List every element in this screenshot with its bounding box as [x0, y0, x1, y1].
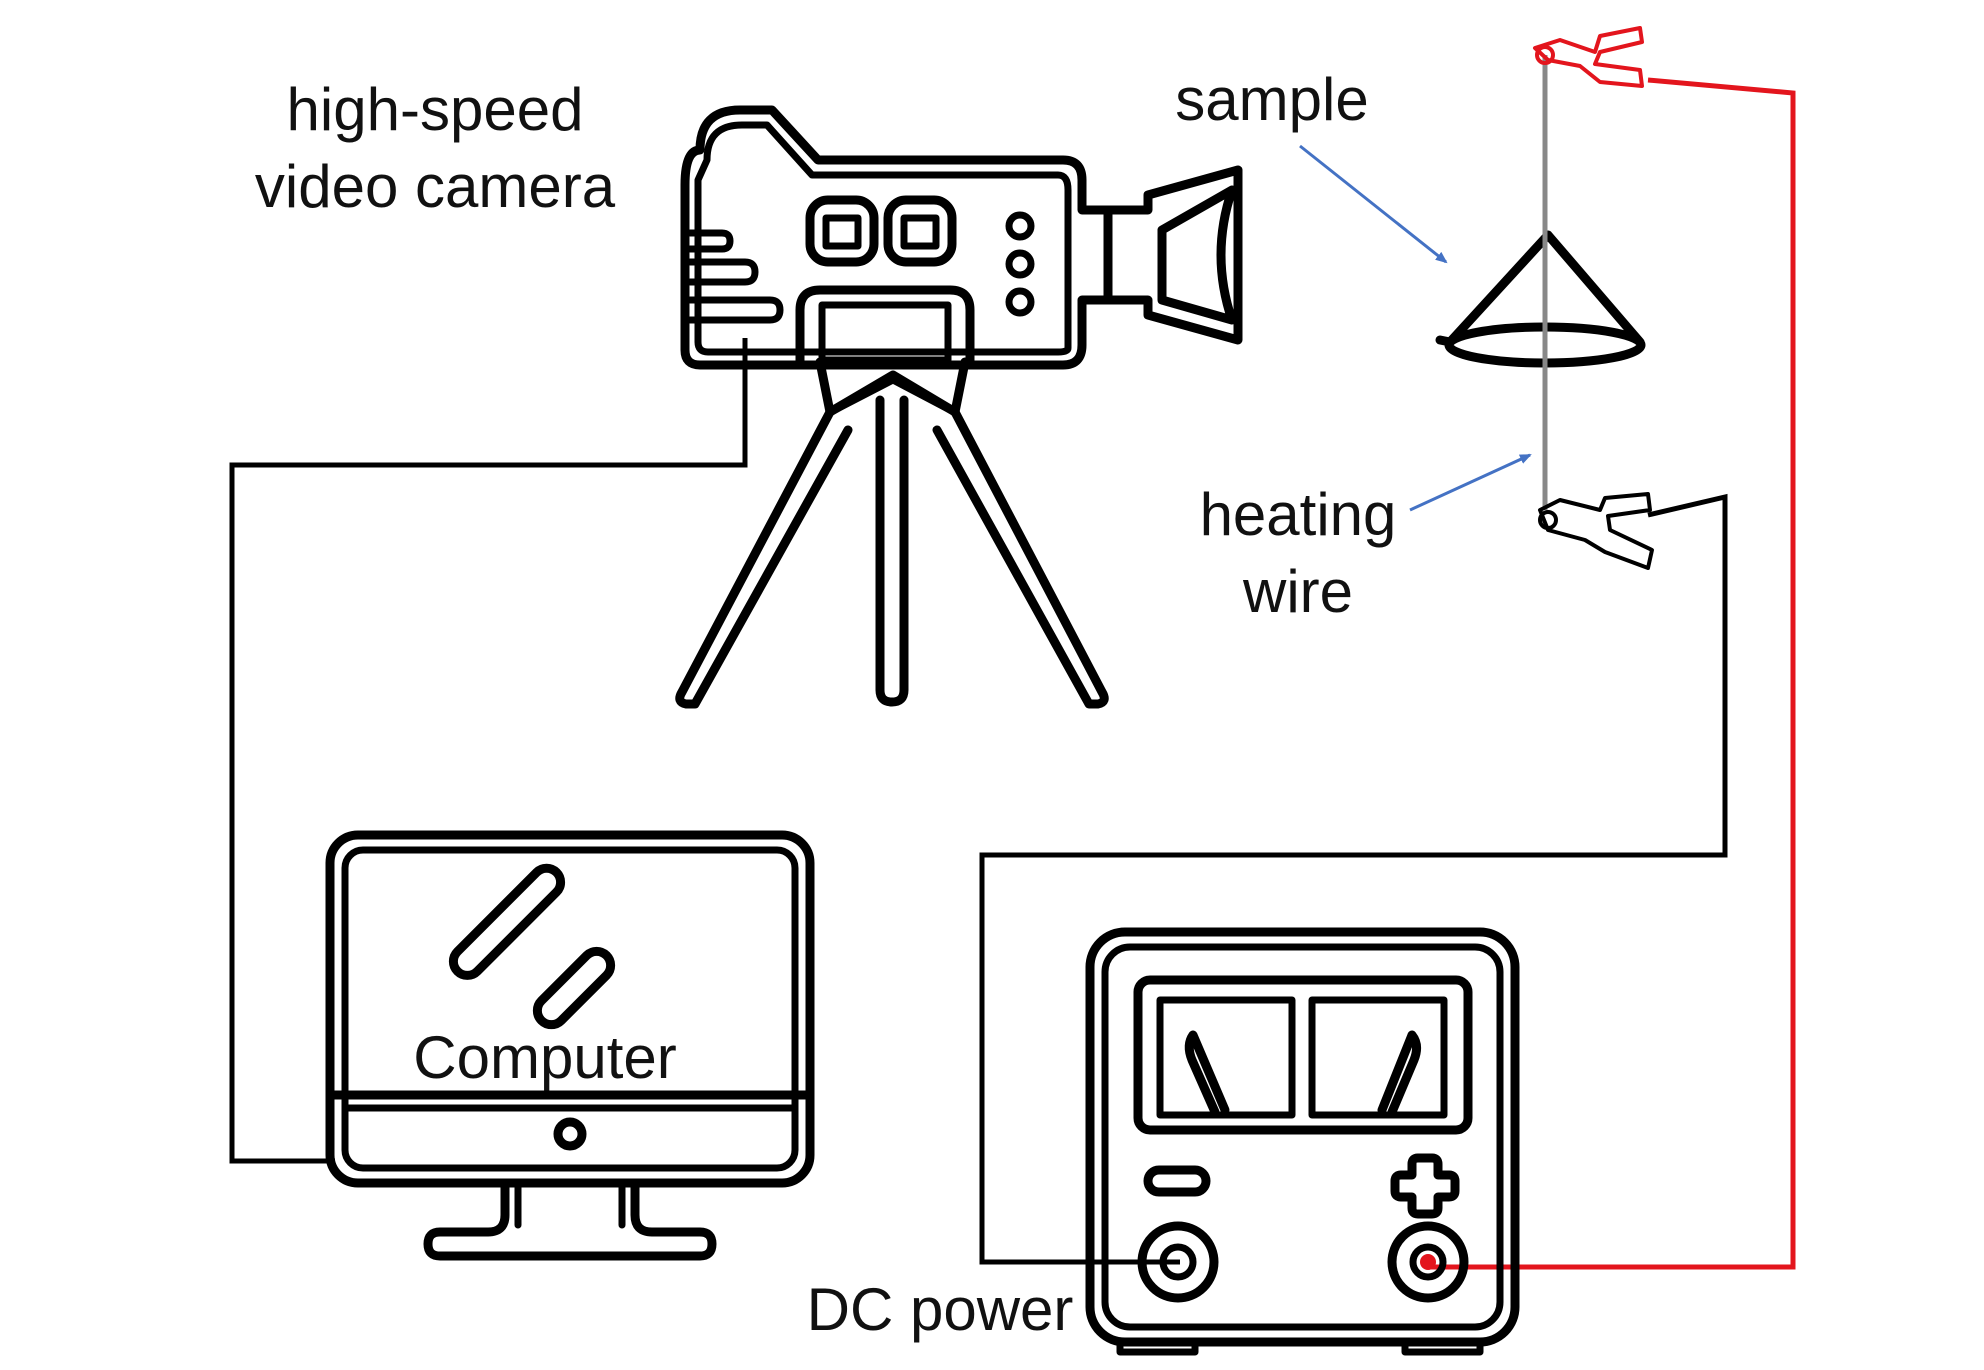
monitor-icon: [325, 830, 815, 1261]
computer-label: Computer: [413, 1024, 676, 1091]
dc-power-label: DC power: [807, 1276, 1074, 1343]
camera-computer-cable: [229, 338, 748, 1164]
top-alligator-clip-icon: [1533, 26, 1644, 88]
heating-wire-pointer-arrow: [1409, 453, 1532, 512]
cone-sample-icon: [1435, 230, 1646, 368]
camera-label-line2: video camera: [255, 153, 616, 220]
heating-wire-label-line2: wire: [1242, 558, 1353, 625]
sample-label: sample: [1175, 66, 1368, 133]
heating-wire-label-line1: heating: [1200, 481, 1397, 548]
bottom-alligator-clip-icon: [1538, 492, 1654, 570]
camera-label-line1: high-speed: [287, 76, 584, 143]
sample-pointer-arrow: [1299, 144, 1448, 264]
video-camera-icon: [680, 105, 1243, 370]
dc-power-supply-icon: [1085, 927, 1520, 1356]
negative-wire: [979, 493, 1728, 1265]
tripod-icon: [675, 357, 1109, 709]
positive-wire: [1428, 77, 1796, 1270]
